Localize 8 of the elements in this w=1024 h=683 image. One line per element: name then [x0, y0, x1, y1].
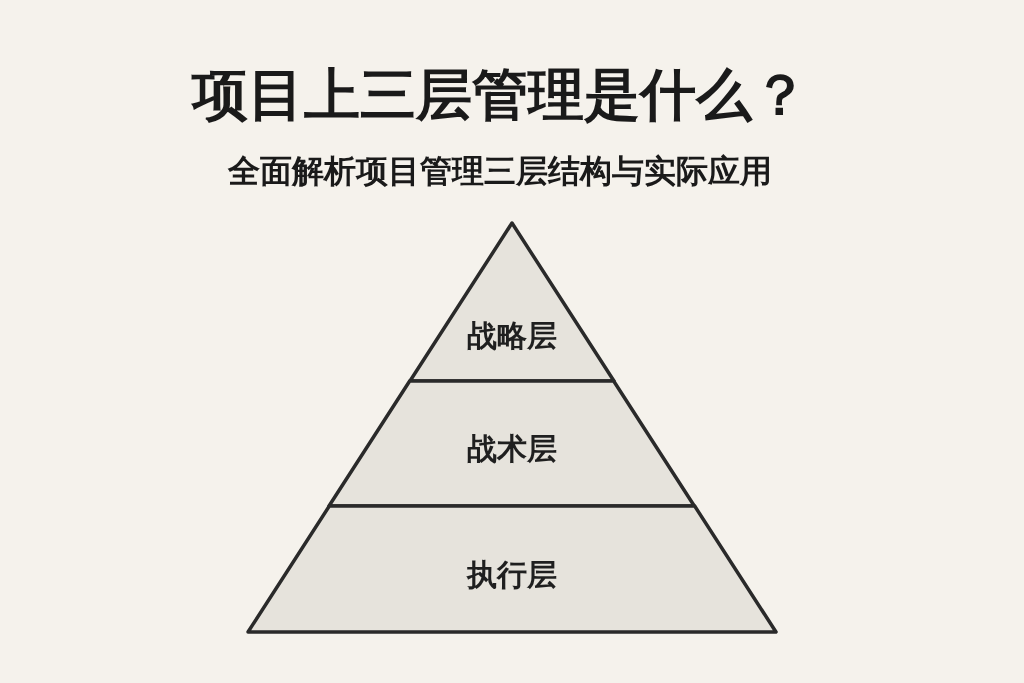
pyramid-tier: [329, 381, 695, 506]
pyramid-tier: [248, 506, 776, 632]
tier-label: 战术层: [466, 430, 558, 469]
subtitle: 全面解析项目管理三层结构与实际应用: [227, 151, 773, 192]
title: 项目上三层管理是什么？: [190, 61, 809, 129]
pyramid-top-tier: [410, 223, 614, 381]
tier-label: 执行层: [465, 555, 558, 594]
tier-label: 战略层: [466, 316, 558, 355]
